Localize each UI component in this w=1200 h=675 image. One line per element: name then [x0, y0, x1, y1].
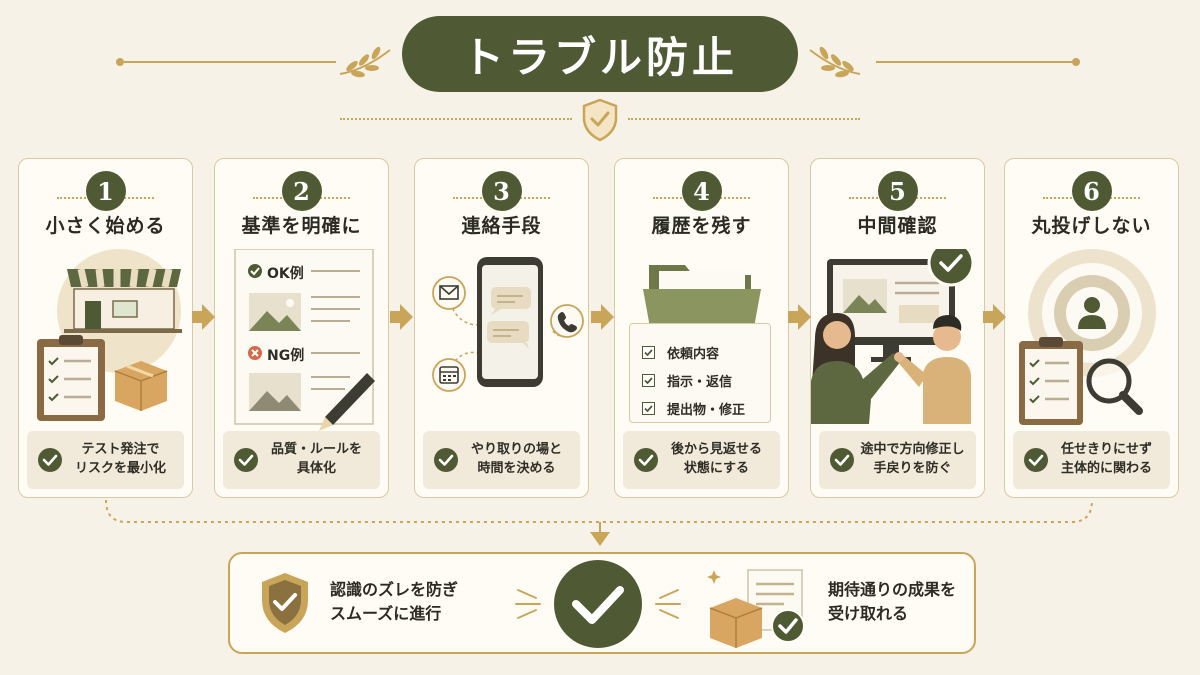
step-title: 連絡手段: [461, 215, 542, 237]
check-circle-icon: [634, 448, 658, 472]
arrow-right-icon: [390, 304, 413, 330]
result-panel: 認識のズレを防ぎ スムーズに進行 期待通りの成果を 受け取れる: [228, 552, 976, 654]
check-circle-icon: [830, 448, 854, 472]
page-title: トラブル防止: [402, 16, 798, 92]
arrow-right-icon: [983, 304, 1006, 330]
checkbox-checked-icon: [642, 373, 655, 387]
folder-illustration: [643, 265, 761, 333]
step-footer-text: 品質・ルールを 具体化: [270, 442, 362, 476]
record-checklist: 依頼内容 指示・返信 提出物・修正: [629, 323, 771, 423]
step-footer: 後から見返せる 状態にする: [623, 431, 780, 489]
step-title: 履歴を残す: [651, 215, 752, 237]
result-left-text: 認識のズレを防ぎ スムーズに進行: [330, 580, 459, 623]
step-number: 5: [877, 171, 918, 211]
ok-example-label: OK例: [267, 266, 304, 282]
laurel-left-icon: [339, 46, 391, 78]
checklist-item: 指示・返信: [642, 366, 770, 394]
step-footer: テスト発注で リスクを最小化: [27, 431, 184, 489]
step-footer-text: 途中で方向修正し 手戻りを防ぐ: [860, 442, 965, 476]
step-card-2: 2 基準を明確に OK例 NG例 品質・ルールを 具体化: [214, 158, 389, 498]
step-footer-text: やり取りの場と 時間を決める: [470, 442, 562, 476]
check-circle-icon: [1024, 448, 1048, 472]
checklist-item-label: 依頼内容: [667, 346, 720, 362]
sparkle-lines-left: [515, 589, 541, 619]
merge-connector: [105, 499, 1093, 546]
laurel-right-icon: [809, 46, 861, 78]
step-title: 中間確認: [857, 215, 938, 237]
checkbox-checked-icon: [642, 345, 655, 359]
step-number: 3: [481, 171, 522, 211]
step-card-1: 1 小さく始める テスト発注で リスクを最小化: [18, 158, 193, 498]
step-number: 6: [1071, 171, 1112, 211]
shop-checklist-illustration: [37, 249, 182, 421]
step-footer: 途中で方向修正し 手戻りを防ぐ: [819, 431, 976, 489]
title-dotted-rule-right: [628, 118, 860, 120]
step-card-6: 6 丸投げしない 任せきりにせず 主体的に関わる: [1004, 158, 1179, 498]
arrow-right-icon: [788, 304, 811, 330]
document-ok-ng-illustration: [234, 249, 375, 431]
arrow-right-icon: [591, 304, 614, 330]
checklist-item: 提出物・修正: [642, 394, 770, 422]
shield-check-icon: [582, 98, 618, 142]
step-number: 2: [281, 171, 322, 211]
checkbox-checked-icon: [642, 401, 655, 415]
checklist-item-label: 提出物・修正: [667, 402, 746, 418]
header-rule-left: [116, 58, 336, 66]
step-card-4: 4 履歴を残す 依頼内容 指示・返信 提出物・修正 後から見返せる 状態にする: [614, 158, 789, 498]
step-footer: やり取りの場と 時間を決める: [423, 431, 580, 489]
step-footer-text: 後から見返せる 状態にする: [670, 442, 762, 476]
result-right-text: 期待通りの成果を 受け取れる: [828, 580, 957, 623]
monitor-review-illustration: [811, 249, 975, 424]
step-title: 小さく始める: [45, 215, 166, 237]
checklist-item: 依頼内容: [642, 338, 770, 366]
header-rule-right: [876, 58, 1080, 66]
step-footer-text: 任せきりにせず 主体的に関わる: [1060, 442, 1152, 476]
check-circle-icon: [234, 448, 258, 472]
step-footer: 品質・ルールを 具体化: [223, 431, 380, 489]
delivered-box-icon: [707, 569, 805, 648]
smartphone-chat-illustration: [432, 257, 584, 392]
step-footer-text: テスト発注で リスクを最小化: [74, 442, 166, 476]
arrow-right-icon: [192, 304, 215, 330]
step-title: 丸投げしない: [1031, 215, 1152, 237]
ng-example-label: NG例: [267, 348, 305, 364]
step-card-5: 5 中間確認 途中で方向修正し 手戻りを防ぐ: [810, 158, 985, 498]
check-circle-icon: [38, 448, 62, 472]
step-card-3: 3 連絡手段 やり取りの場と 時間を決める: [414, 158, 589, 498]
title-dotted-rule-left: [340, 118, 572, 120]
target-magnifier-illustration: [1019, 249, 1156, 425]
sparkle-lines-right: [655, 589, 681, 619]
step-number: 4: [681, 171, 722, 211]
step-title: 基準を明確に: [241, 215, 362, 237]
check-circle-icon: [434, 448, 458, 472]
shield-check-icon: [262, 573, 308, 633]
step-footer: 任せきりにせず 主体的に関わる: [1013, 431, 1170, 489]
step-number: 1: [85, 171, 126, 211]
big-check-circle-icon: [554, 560, 642, 648]
checklist-item-label: 指示・返信: [667, 374, 733, 390]
